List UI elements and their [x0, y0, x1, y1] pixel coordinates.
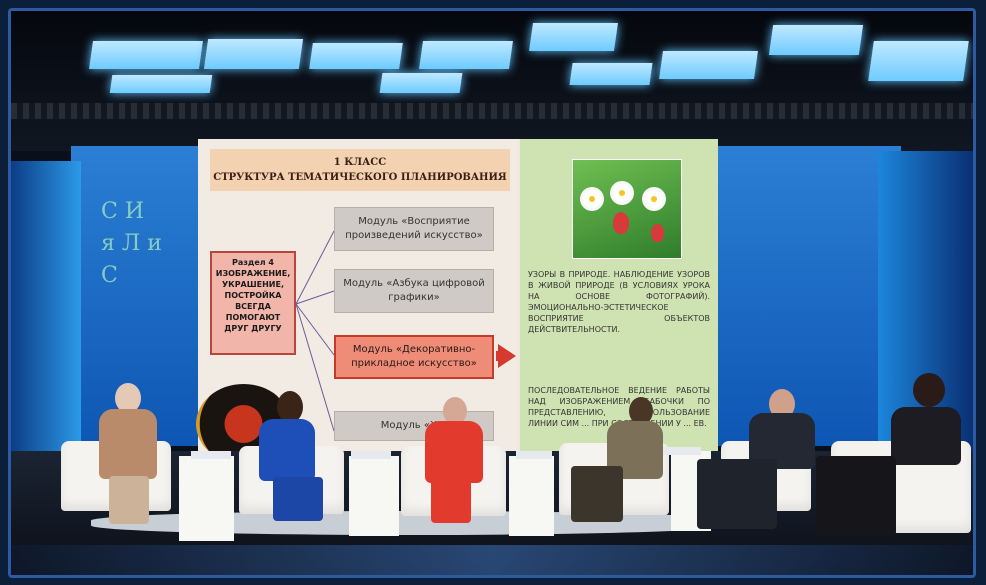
ceiling-light-panel: [203, 39, 304, 69]
module-decorative-arts: Модуль «Декоративно-прикладное искусство…: [334, 335, 494, 379]
legs: [571, 466, 623, 522]
strawberry-photo: [572, 159, 682, 259]
lighting-truss: [11, 103, 973, 119]
head: [629, 397, 653, 425]
ceiling-light-panel: [569, 63, 653, 85]
nameplate: [661, 447, 701, 455]
strawberry-icon: [613, 212, 629, 234]
flower-icon: [645, 190, 663, 208]
nameplate: [191, 451, 231, 459]
side-table: [509, 456, 554, 536]
ceiling-light-panel: [529, 23, 618, 51]
ceiling-light-panel: [419, 41, 513, 69]
side-table: [349, 456, 399, 536]
ceiling-light-panel: [309, 43, 403, 69]
legs: [273, 477, 323, 521]
legs: [816, 456, 896, 536]
module-perception: Модуль «Восприятие произведений искусств…: [334, 207, 494, 251]
flower-icon: [613, 184, 631, 202]
side-table: [179, 456, 234, 541]
legs: [431, 479, 471, 523]
head: [443, 397, 467, 425]
torso: [891, 407, 961, 465]
head: [913, 373, 945, 407]
legs: [109, 476, 149, 524]
right-arrow-icon: [498, 344, 516, 368]
ceiling-light-panel: [768, 25, 864, 55]
head: [115, 383, 141, 413]
ceiling-light-panel: [89, 41, 203, 69]
torso: [425, 421, 483, 483]
slide-header: 1 КЛАСС СТРУКТУРА ТЕМАТИЧЕСКОГО ПЛАНИРОВ…: [210, 149, 510, 191]
nameplate: [351, 451, 391, 459]
nameplate: [516, 451, 552, 459]
connector-lines: [295, 230, 335, 432]
torso: [99, 409, 157, 479]
left-screen: [11, 161, 81, 451]
ceiling-light-panel: [868, 41, 969, 81]
flower-icon: [583, 190, 601, 208]
foreground-glow: [11, 545, 973, 575]
section-box: Раздел 4 ИЗОБРАЖЕНИЕ, УКРАШЕНИЕ, ПОСТРОЙ…: [210, 251, 296, 355]
slide-header-line1: 1 КЛАСС: [333, 157, 387, 168]
slide-header-line2: СТРУКТУРА ТЕМАТИЧЕСКОГО ПЛАНИРОВАНИЯ: [213, 172, 507, 183]
ceiling-light-panel: [659, 51, 758, 79]
slide-right-panel: Узоры в природе. Наблюдение узоров в жив…: [520, 139, 718, 457]
slide-description-1: Узоры в природе. Наблюдение узоров в жив…: [528, 270, 710, 334]
ceiling-light-panel: [109, 75, 213, 93]
slide-left-panel: 1 КЛАСС СТРУКТУРА ТЕМАТИЧЕСКОГО ПЛАНИРОВ…: [196, 139, 518, 464]
head: [277, 391, 303, 423]
torso: [259, 419, 315, 481]
legs: [697, 459, 777, 529]
strawberry-icon: [651, 224, 664, 242]
module-digital-graphics: Модуль «Азбука цифровой графики»: [334, 269, 494, 313]
ceiling-light-panel: [379, 73, 463, 93]
